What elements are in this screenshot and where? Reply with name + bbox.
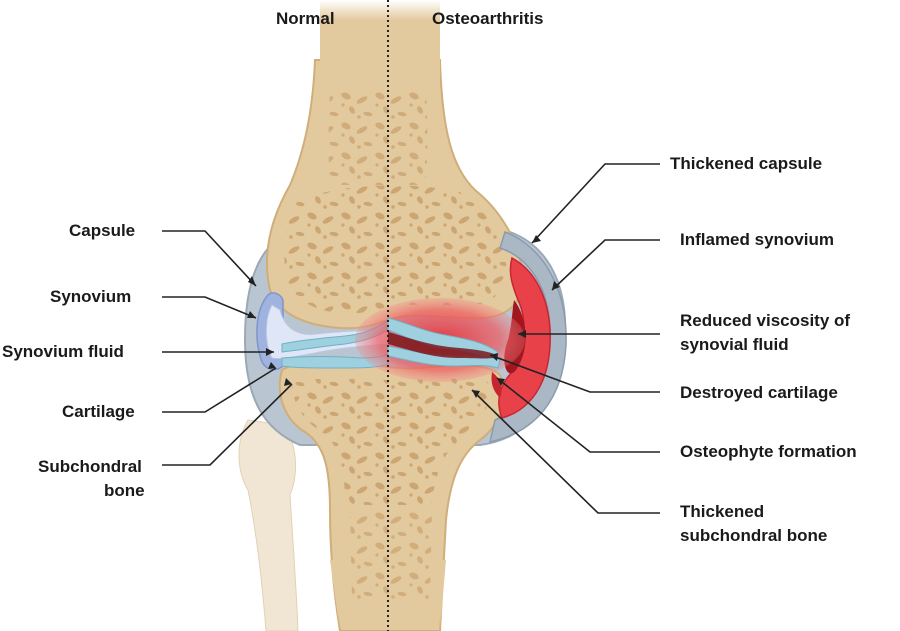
label-thickened-capsule: Thickened capsule bbox=[670, 154, 823, 173]
tibia-cancellous bbox=[292, 378, 490, 505]
femur-cancellous bbox=[284, 185, 507, 314]
label-synovium-fluid: Synovium fluid bbox=[2, 342, 124, 361]
label-cartilage: Cartilage bbox=[62, 402, 135, 421]
header-normal: Normal bbox=[276, 9, 335, 28]
left-pointers bbox=[162, 230, 293, 466]
right-pointers bbox=[471, 163, 660, 514]
header-osteoarthritis: Osteoarthritis bbox=[432, 9, 544, 28]
label-reduced-viscosity-line2: synovial fluid bbox=[680, 335, 789, 354]
oa-capsule-thick bbox=[489, 231, 567, 443]
label-synovium: Synovium bbox=[50, 287, 132, 306]
osteophyte bbox=[491, 372, 502, 398]
right-arrowheads bbox=[472, 235, 560, 398]
fibula bbox=[238, 419, 299, 631]
left-arrowheads bbox=[247, 276, 292, 386]
label-inflamed-synovium: Inflamed synovium bbox=[680, 230, 834, 249]
label-capsule: Capsule bbox=[69, 221, 136, 240]
label-destroyed-cartilage: Destroyed cartilage bbox=[680, 383, 838, 402]
label-subchondral-line2: bone bbox=[104, 481, 145, 500]
label-subchondral-line1: Subchondral bbox=[38, 457, 142, 476]
label-thickened-subchondral-line1: Thickened bbox=[680, 502, 765, 521]
label-thickened-subchondral-line2: subchondral bone bbox=[680, 526, 828, 545]
label-osteophyte-formation: Osteophyte formation bbox=[680, 442, 857, 461]
label-reduced-viscosity-line1: Reduced viscosity of bbox=[680, 311, 851, 330]
